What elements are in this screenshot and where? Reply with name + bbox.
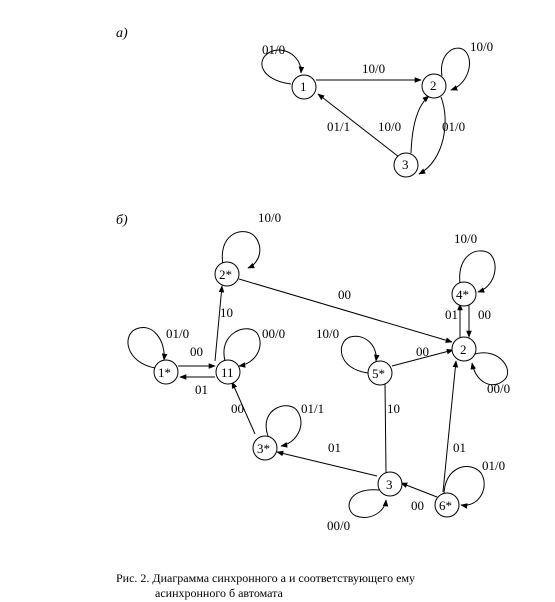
edge-2s-to-2 [238, 278, 453, 343]
label-loop-11: 00/0 [262, 326, 285, 341]
state-2s-label: 2* [219, 267, 232, 282]
label-edge-4s-2: 00 [478, 307, 491, 322]
label-edge-3-2: 10/0 [378, 119, 401, 134]
diagram-a: 1 2 3 01/0 10/0 10/0 01/1 10/0 01/0 [261, 39, 493, 178]
loop-state-6s [443, 466, 485, 509]
loop-state-11 [223, 328, 261, 368]
label-edge-6s-2: 01 [453, 440, 466, 455]
state-3-label: 3 [402, 157, 409, 172]
state-4s-node [451, 281, 477, 307]
label-loop-4s: 10/0 [454, 231, 477, 246]
label-loop-3: 00/0 [327, 518, 350, 533]
caption-line-1: Рис. 2. Диаграмма синхронного а и соотве… [116, 571, 415, 585]
state-6s-node [434, 492, 460, 518]
edge-6s-to-3 [400, 482, 438, 498]
loop-state-1s [127, 327, 168, 369]
state-3s-label: 3* [257, 441, 270, 456]
state-3-label-b: 3 [386, 477, 393, 492]
label-loop-1s: 01/0 [166, 326, 189, 341]
label-edge-2s-2: 00 [338, 287, 351, 302]
state-1-label: 1 [300, 79, 307, 94]
label-loop-2: 00/0 [487, 381, 510, 396]
edge-3s-to-11 [231, 381, 256, 435]
label-loop-2: 10/0 [470, 39, 493, 54]
state-2-label-b: 2 [460, 342, 467, 357]
label-edge-3s-11: 00 [231, 401, 244, 416]
state-6s-label: 6* [439, 498, 452, 513]
label-edge-11-1s: 01 [195, 382, 208, 397]
edge-3-to-1 [317, 93, 400, 158]
label-edge-1-2: 10/0 [362, 61, 385, 76]
label-loop-5s: 10/0 [316, 326, 339, 341]
state-3s-node [252, 435, 278, 461]
loop-state-4s [459, 250, 496, 293]
state-11-label: 11 [221, 365, 234, 380]
state-1s-label: 1* [158, 365, 171, 380]
edge-3-to-2 [410, 95, 430, 154]
edge-5s-to-2 [391, 348, 454, 367]
edge-11-to-2s [214, 285, 225, 362]
label-edge-5s-2: 00 [416, 344, 429, 359]
edge-6s-to-2 [442, 360, 459, 493]
loop-state-2s [221, 231, 261, 269]
caption-line-2: асинхронного б автомата [155, 586, 284, 600]
state-5s-node [367, 360, 393, 386]
label-loop-2s: 10/0 [258, 210, 281, 225]
edge-3-to-3s [276, 450, 378, 477]
section-a-label: а) [116, 26, 128, 41]
loop-state-2 [470, 352, 509, 386]
state-3-node-b [377, 471, 403, 497]
loop-state-3s [265, 405, 302, 448]
edge-5s-to-3 [384, 382, 387, 473]
state-2-node [421, 73, 447, 99]
label-edge-3-3s: 01 [328, 440, 341, 455]
loop-state-5s [341, 335, 380, 374]
loop-state-1 [261, 49, 305, 85]
label-edge-2-4s: 01 [445, 307, 458, 322]
label-edge-2-3: 01/0 [442, 119, 465, 134]
label-edge-1s-11: 00 [190, 344, 203, 359]
state-2-node-b [451, 336, 477, 362]
state-1s-node [153, 359, 179, 385]
state-11-node [215, 359, 241, 385]
label-loop-3s: 01/1 [301, 401, 324, 416]
state-2s-node [214, 261, 240, 287]
label-edge-6s-3: 00 [411, 498, 424, 513]
diagram-b: 2* 4* 1* 11 5* 2 3* 3 6* 10/0 00 10/0 01… [127, 210, 510, 533]
edge-2-to-3 [418, 96, 446, 175]
state-1-node [291, 74, 317, 100]
state-5s-label: 5* [372, 366, 385, 381]
state-2-label: 2 [430, 78, 437, 93]
label-edge-3-1: 01/1 [327, 119, 350, 134]
state-4s-label: 4* [456, 287, 469, 302]
section-b-label: б) [116, 213, 128, 228]
loop-state-2 [441, 47, 470, 91]
label-edge-5s-3: 10 [387, 401, 400, 416]
state-3-node [393, 152, 419, 178]
label-loop-1: 01/0 [262, 42, 285, 57]
label-loop-6s: 01/0 [482, 458, 505, 473]
label-edge-11-2s: 10 [220, 305, 233, 320]
loop-state-3 [348, 489, 389, 518]
